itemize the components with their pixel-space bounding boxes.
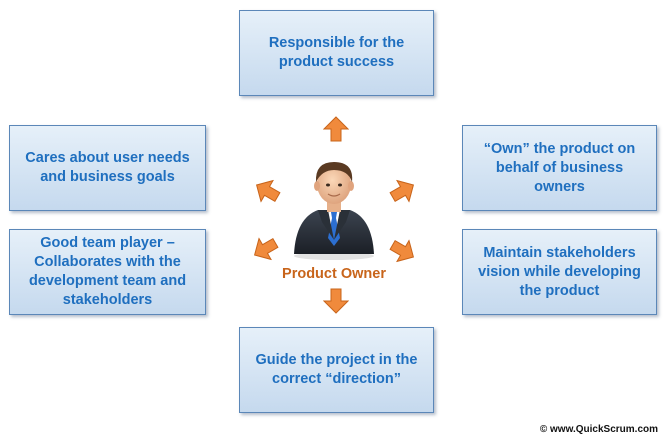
business-person-icon bbox=[288, 156, 380, 260]
arrow-down-icon bbox=[323, 288, 349, 314]
arrow-up-right-icon bbox=[385, 173, 421, 209]
copyright-text: © www.QuickScrum.com bbox=[539, 424, 658, 435]
product-owner-label: Product Owner bbox=[282, 266, 386, 282]
arrow-up-icon bbox=[323, 116, 349, 142]
responsibility-box-right-top: “Own” the product on behalf of business … bbox=[462, 125, 657, 211]
arrow-down-left-icon bbox=[247, 231, 283, 267]
responsibility-box-right-bottom: Maintain stakeholders vision while devel… bbox=[462, 229, 657, 315]
arrow-up-left-icon bbox=[249, 173, 285, 209]
responsibility-box-bottom: Guide the project in the correct “direct… bbox=[239, 327, 434, 413]
responsibility-box-left-bottom: Good team player – Collaborates with the… bbox=[9, 229, 206, 315]
responsibility-box-top: Responsible for the product success bbox=[239, 10, 434, 96]
arrow-down-right-icon bbox=[385, 233, 421, 269]
responsibility-box-left-top: Cares about user needs and business goal… bbox=[9, 125, 206, 211]
